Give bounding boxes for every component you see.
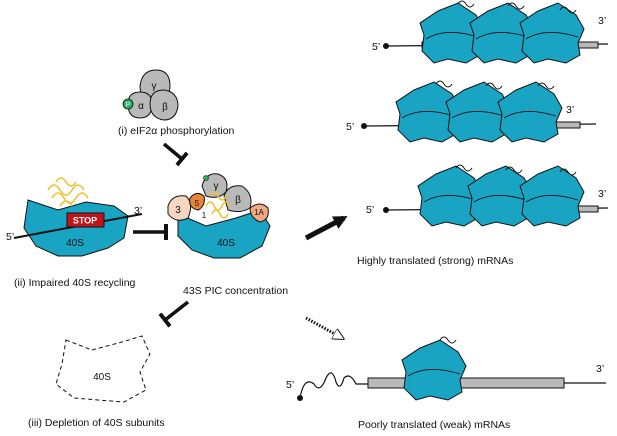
eif2-complex [122, 69, 179, 121]
pic-43s [167, 173, 271, 259]
strong-row-3-3prime: 3’ [598, 188, 606, 200]
pic-40s-label: 40S [217, 238, 235, 249]
eif2a-phosphorylation-label: (i) eIF2α phosphorylation [118, 125, 235, 137]
factor-3-shape [167, 195, 192, 221]
stop-codon-box [66, 212, 105, 228]
pic-beta: β [235, 195, 241, 206]
eif2-beta-subunit [149, 89, 179, 121]
factor-1a-shape [249, 203, 269, 223]
strong-mrna-row-2 [361, 80, 597, 143]
pic-factor-1: 1 [202, 211, 207, 220]
ribosome [497, 81, 563, 143]
phospho-circle [122, 98, 134, 110]
pic-factor-1a: 1A [254, 208, 264, 217]
strong-mrna-row-3 [383, 164, 609, 227]
strong-row-3-5prime: 5’ [366, 204, 374, 216]
eif2-alpha-label: α [138, 101, 144, 112]
weak-arrow [305, 316, 342, 338]
pic-factor-5: 5 [195, 199, 200, 208]
weak-5prime: 5’ [286, 379, 294, 391]
weak-mrna [297, 336, 606, 401]
ribosome [519, 165, 585, 227]
recycling-5prime: 5’ [6, 231, 14, 243]
ribosome [401, 339, 467, 401]
highly-translated-label: Highly translated (strong) mRNAs [357, 255, 513, 267]
strong-mrna-row-1 [383, 0, 609, 64]
recycling-40s [13, 177, 143, 257]
inhibit-line-i [162, 142, 189, 167]
strong-row-2-3prime: 3’ [566, 104, 574, 116]
poorly-translated-label: Poorly translated (weak) mRNAs [358, 419, 510, 431]
depletion-label: (iii) Depletion of 40S subunits [28, 417, 165, 429]
depleted-40s-label: 40S [93, 372, 111, 383]
pic-factor-3: 3 [175, 205, 181, 216]
pic-concentration-label: 43S PIC concentration [183, 285, 288, 297]
strong-row-1-5prime: 5’ [372, 41, 380, 53]
ribosome [445, 81, 511, 143]
pic-trna [205, 191, 231, 219]
impaired-recycling-label: (ii) Impaired 40S recycling [14, 277, 136, 289]
eif2-beta-label: β [162, 102, 168, 113]
depleted-40s-outline [55, 335, 151, 403]
pic-gamma: γ [214, 181, 219, 192]
ribosome [467, 165, 533, 227]
strong-row-2-5prime: 5’ [346, 121, 354, 133]
eif2-gamma-label: γ [152, 81, 157, 92]
recycling-3prime: 3’ [134, 205, 142, 217]
recycling-40s-label: 40S [66, 238, 84, 249]
trna-strands [47, 177, 89, 207]
strong-row-1-3prime: 3’ [598, 15, 606, 27]
phospho-label: P [126, 102, 131, 109]
inhibit-line-iii [158, 300, 190, 328]
weak-3prime: 3’ [596, 363, 604, 375]
stop-label: STOP [73, 216, 97, 226]
factor-5-shape [189, 192, 205, 211]
strong-arrow [304, 215, 348, 241]
